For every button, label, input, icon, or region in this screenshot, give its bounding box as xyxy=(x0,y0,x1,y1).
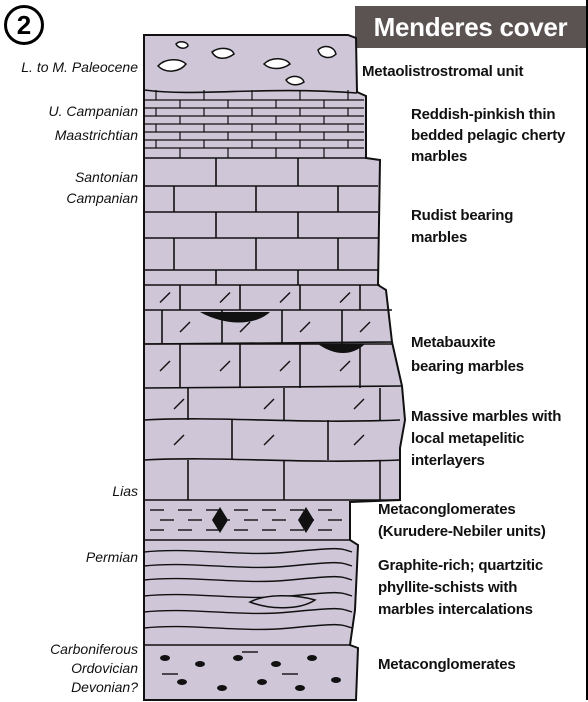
clast xyxy=(264,59,290,69)
unit-line: interlayers xyxy=(411,450,561,472)
clast xyxy=(286,76,304,84)
pebble xyxy=(331,677,341,683)
unit-line: Rudist bearing xyxy=(411,205,513,227)
age-line: L. to M. Paleocene xyxy=(10,58,138,76)
unit-line: Metabauxite xyxy=(411,331,524,355)
age-line: U. Campanian xyxy=(10,102,138,120)
pebble xyxy=(177,679,187,685)
age-line: Devonian? xyxy=(10,678,138,697)
age-line: Ordovician xyxy=(10,659,138,678)
unit-line: (Kurudere-Nebiler units) xyxy=(378,521,546,543)
unit-line: Graphite-rich; quartzitic xyxy=(378,555,543,577)
unit-line: marbles xyxy=(411,227,513,249)
clast xyxy=(212,48,234,58)
pebble xyxy=(217,685,227,691)
clast xyxy=(318,47,336,58)
unit-line: marbles xyxy=(411,146,565,167)
pebble xyxy=(295,685,305,691)
unit-line: phyllite-schists with xyxy=(378,577,543,599)
unit-line: Metaconglomerates xyxy=(378,499,546,521)
age-line: Campanian xyxy=(10,189,138,207)
pebble xyxy=(195,661,205,667)
age-label-carboniferous-ordovician-devonian: Carboniferous Ordovician Devonian? xyxy=(10,640,138,697)
unit-line: bedded pelagic cherty xyxy=(411,125,565,146)
pebble xyxy=(307,655,317,661)
age-line: Permian xyxy=(10,548,138,566)
age-line: Santonian xyxy=(10,168,138,186)
unit-label-metabauxite: Metabauxite bearing marbles xyxy=(411,331,524,379)
pebble xyxy=(160,655,170,661)
age-label-santonian-campanian: Santonian Campanian xyxy=(10,168,138,207)
unit-line: Reddish-pinkish thin xyxy=(411,104,565,125)
unit-line: Metaolistrostromal unit xyxy=(362,62,523,82)
pebble xyxy=(257,679,267,685)
unit-label-graphite-phyllite: Graphite-rich; quartzitic phyllite-schis… xyxy=(378,555,543,621)
age-label-campanian-maastrichtian: U. Campanian Maastrichtian xyxy=(10,102,138,144)
age-label-paleocene: L. to M. Paleocene xyxy=(10,58,138,76)
unit-line: Metaconglomerates xyxy=(378,655,515,675)
unit-label-pelagic-cherty: Reddish-pinkish thin bedded pelagic cher… xyxy=(411,104,565,167)
unit-line: marbles intercalations xyxy=(378,599,543,621)
unit-line: local metapelitic xyxy=(411,428,561,450)
age-label-permian: Permian xyxy=(10,548,138,566)
unit-label-metaolistrostromal: Metaolistrostromal unit xyxy=(362,62,523,82)
age-label-lias: Lias xyxy=(10,482,138,500)
age-line: Lias xyxy=(10,482,138,500)
unit-line: bearing marbles xyxy=(411,355,524,379)
unit-line: Massive marbles with xyxy=(411,406,561,428)
unit-label-rudist: Rudist bearing marbles xyxy=(411,205,513,249)
unit-label-metaconglomerates-kurudere: Metaconglomerates (Kurudere-Nebiler unit… xyxy=(378,499,546,543)
age-line: Carboniferous xyxy=(10,640,138,659)
unit-label-massive-marbles: Massive marbles with local metapelitic i… xyxy=(411,406,561,472)
unit-label-metaconglomerates-basal: Metaconglomerates xyxy=(378,655,515,675)
clast xyxy=(176,42,188,48)
age-line: Maastrichtian xyxy=(10,126,138,144)
pebble xyxy=(233,655,243,661)
pebble xyxy=(271,661,281,667)
